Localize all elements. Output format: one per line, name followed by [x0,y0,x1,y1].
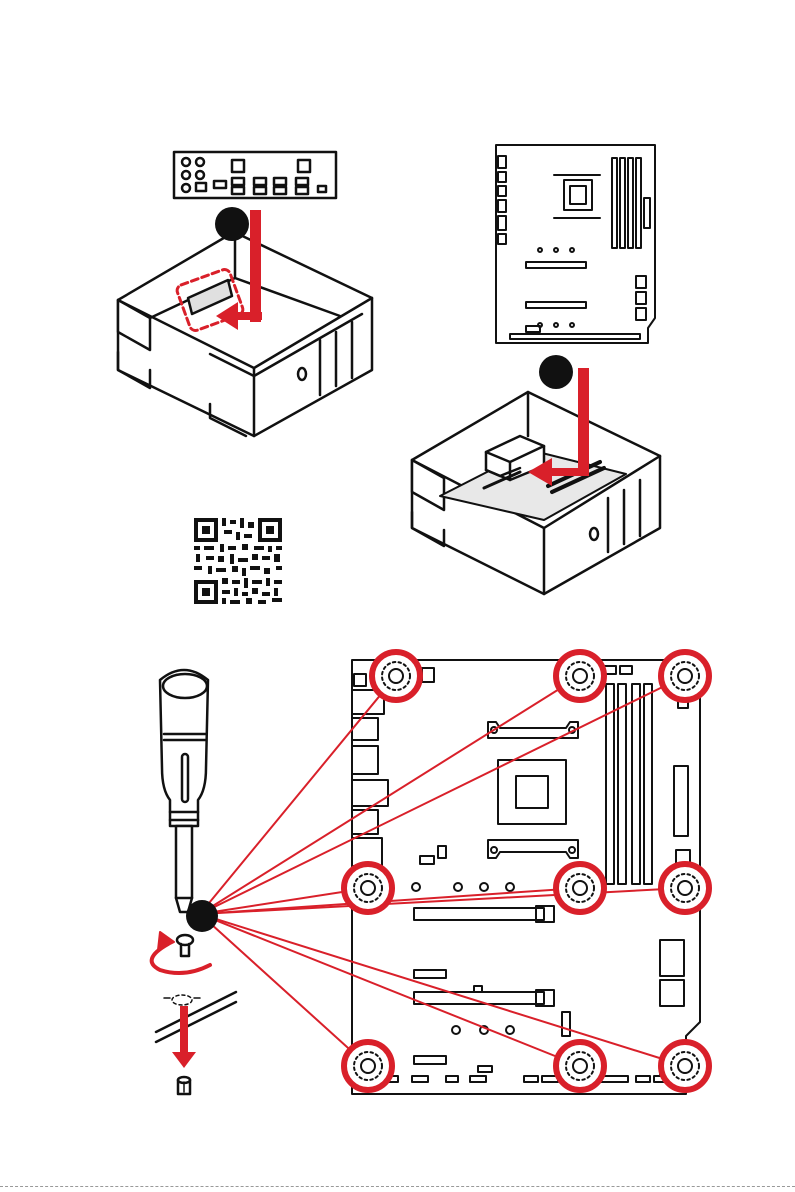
step-1-badge [215,207,249,241]
screw-icon [177,935,193,956]
screw-hole-marker [661,652,709,700]
screw-hole-marker [372,652,420,700]
qr-code-icon [192,516,284,606]
standoff-icon [178,1077,190,1094]
screw-hole-marker [344,1042,392,1090]
pc-case-icon [118,232,372,436]
screw-hole-marker [661,864,709,912]
screw-hole-marker [556,652,604,700]
down-arrow-icon [172,1006,196,1068]
screw-hole-marker [556,1042,604,1090]
screw-hole-marker [661,1042,709,1090]
motherboard-icon [496,145,655,343]
screw-hole-marker [556,864,604,912]
step-2-badge [539,355,573,389]
hole-marker-small [164,995,200,1005]
io-shield-icon [174,152,336,198]
screwdriver-icon [160,670,208,912]
screw-hole-marker [344,864,392,912]
page-bottom-rule [0,1186,795,1187]
mounting-panel [156,992,236,1042]
step-3-badge [186,900,218,932]
pc-case-icon [412,392,660,594]
motherboard-icon [352,660,700,1094]
